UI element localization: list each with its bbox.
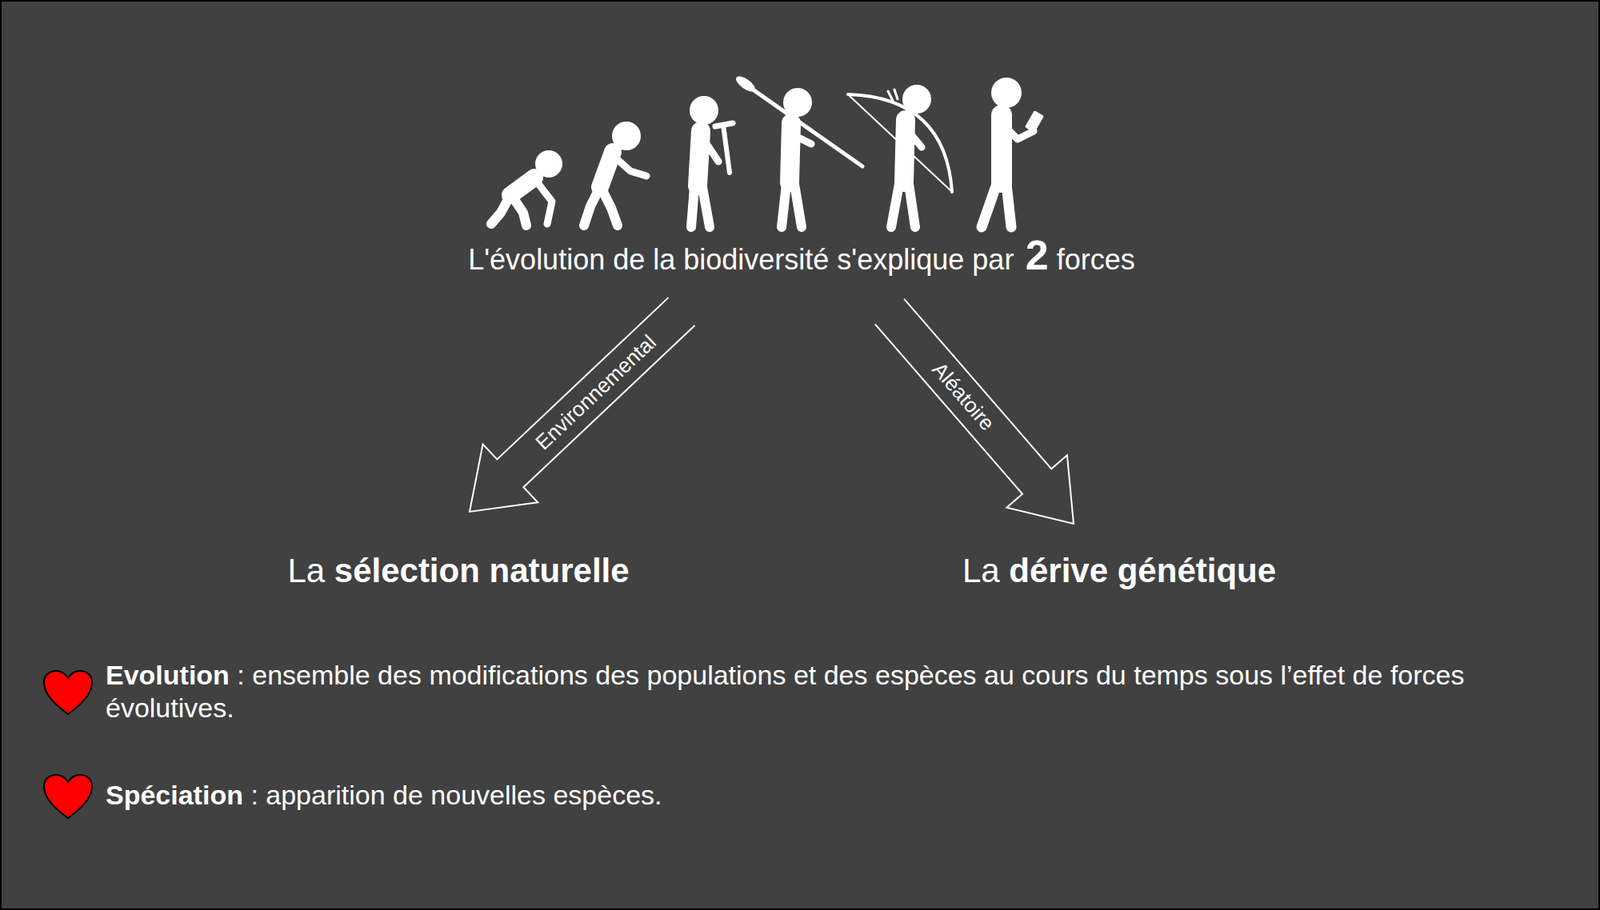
arrow-label: Environnemental	[529, 328, 663, 456]
text-node: La sélection naturelle	[280, 548, 636, 595]
node-text: L'évolution de la biodiversité s'expliqu…	[468, 232, 1136, 279]
heart-icon	[44, 671, 92, 715]
node-text: La dérive génétique	[962, 552, 1276, 590]
heart-icon	[44, 775, 92, 819]
definition-text: Spéciation : apparition de nouvelles esp…	[105, 779, 1522, 812]
definition-text: Evolution : ensemble des modifications d…	[105, 659, 1522, 725]
text-node: La dérive génétique	[956, 548, 1283, 595]
node-text: La sélection naturelle	[287, 552, 629, 590]
hollow-arrow	[469, 297, 695, 512]
evolution-figures	[491, 73, 1044, 228]
text-node: L'évolution de la biodiversité s'expliqu…	[461, 228, 1142, 284]
hollow-arrow	[875, 299, 1074, 524]
